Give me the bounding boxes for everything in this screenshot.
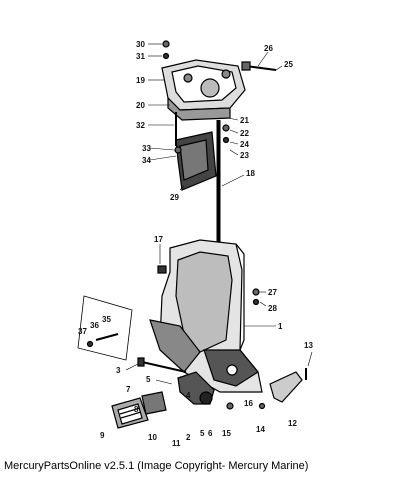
callout: 25: [284, 60, 293, 69]
callout: 23: [240, 151, 249, 160]
callout: 20: [136, 101, 145, 110]
callout: 15: [222, 429, 231, 438]
callout: 14: [256, 425, 265, 434]
callout: 33: [142, 144, 151, 153]
callout: 6: [208, 429, 213, 438]
callout: 4: [186, 391, 191, 400]
callout: 17: [154, 235, 163, 244]
callout: 32: [136, 121, 145, 130]
callout: 22: [240, 129, 249, 138]
callout: 28: [268, 304, 277, 313]
callout: 29: [170, 193, 179, 202]
callout: 9: [100, 431, 105, 440]
callout: 1: [278, 322, 283, 331]
anode-plate: [269, 371, 303, 403]
callout: 35: [102, 315, 111, 324]
callout: 36: [90, 321, 99, 330]
callout: 2: [186, 433, 191, 442]
callout: 24: [240, 140, 249, 149]
callout: 3: [116, 366, 121, 375]
callout: 5: [146, 375, 151, 384]
callout: 18: [246, 169, 255, 178]
image-caption: MercuryPartsOnline v2.5.1 (Image Copyrig…: [4, 460, 309, 472]
callout: 21: [240, 116, 249, 125]
callout: 30: [136, 40, 145, 49]
callout: 37: [78, 327, 87, 336]
callout: 5: [200, 429, 205, 438]
callout: 16: [244, 399, 253, 408]
callout: 12: [288, 419, 297, 428]
callout: 7: [126, 385, 131, 394]
callout: 11: [172, 439, 181, 448]
callout: 13: [304, 341, 313, 350]
callout-labels: 30 31 19 20 32 33 34 29 26 25 21 22 24 2…: [78, 40, 313, 448]
callout: 34: [142, 156, 151, 165]
callout: 26: [264, 44, 273, 53]
callout: 19: [136, 76, 145, 85]
callout: 31: [136, 52, 145, 61]
callout: 10: [148, 433, 157, 442]
callout: 8: [134, 405, 139, 414]
callout: 27: [268, 288, 277, 297]
